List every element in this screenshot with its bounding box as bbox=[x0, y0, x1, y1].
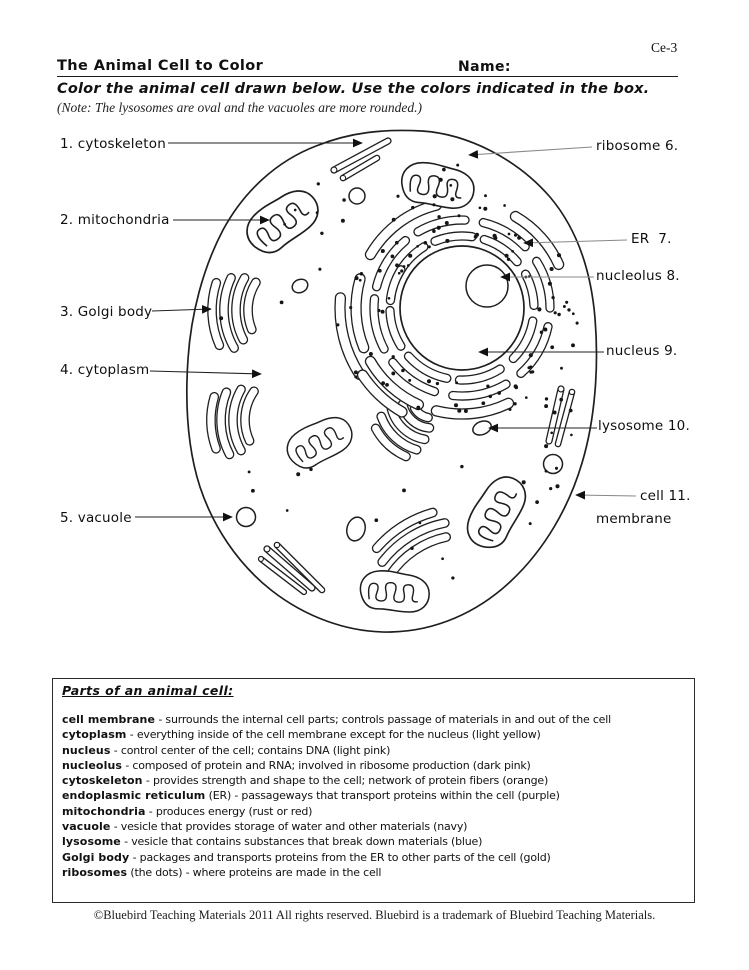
nucleolus-outline bbox=[465, 264, 509, 308]
part-definition: - composed of protein and RNA; involved … bbox=[122, 758, 531, 772]
instruction-text: Color the animal cell drawn below. Use t… bbox=[57, 81, 650, 97]
part-definition: - everything inside of the cell membrane… bbox=[126, 728, 541, 742]
golgi-body bbox=[207, 273, 261, 353]
mitochondrion bbox=[246, 190, 319, 254]
part-row: vacuole - vesicle that provides storage … bbox=[62, 819, 687, 834]
part-row: cytoskeleton - provides strength and sha… bbox=[62, 773, 687, 788]
cytoskeleton-fiber bbox=[273, 541, 326, 594]
part-row: nucleus - control center of the cell; co… bbox=[62, 743, 687, 758]
cytoskeleton-fiber bbox=[257, 555, 308, 596]
part-suffix: (ER) bbox=[205, 789, 232, 803]
cristae bbox=[477, 491, 518, 542]
diagram-label-ribosome: ribosome 6. bbox=[596, 138, 679, 154]
part-definition: - where proteins are made in the cell bbox=[182, 865, 382, 879]
part-term: nucleus bbox=[62, 743, 111, 757]
part-row: nucleolus - composed of protein and RNA;… bbox=[62, 758, 687, 773]
diagram-label-cell-membrane: cell 11. bbox=[640, 488, 691, 504]
vacuole bbox=[235, 506, 257, 528]
part-definition: - control center of the cell; contains D… bbox=[110, 743, 391, 757]
part-definition: - surrounds the internal cell parts; con… bbox=[155, 713, 611, 726]
part-row: ribosomes (the dots) - where proteins ar… bbox=[62, 865, 687, 880]
parts-list: cell membrane - surrounds the internal c… bbox=[62, 712, 687, 880]
name-blank-line bbox=[57, 76, 678, 77]
nucleus-outline bbox=[399, 245, 525, 371]
part-term: mitochondria bbox=[62, 804, 146, 818]
part-term: Golgi body bbox=[62, 850, 130, 864]
diagram-label-cell-membrane: membrane bbox=[596, 511, 672, 527]
diagram-label-cytoplasm: 4. cytoplasm bbox=[60, 362, 150, 378]
diagram-label-cytoskeleton: 1. cytoskeleton bbox=[60, 136, 166, 152]
diagram-label-nucleus: nucleus 9. bbox=[606, 343, 678, 359]
vesicle bbox=[291, 278, 309, 294]
golgi-body bbox=[371, 507, 451, 580]
part-definition: - produces energy (rust or red) bbox=[145, 804, 313, 818]
vacuole bbox=[348, 187, 366, 205]
note-text: (Note: The lysosomes are oval and the va… bbox=[57, 100, 423, 115]
vesicle bbox=[346, 516, 366, 542]
diagram-label-mitochondria: 2. mitochondria bbox=[60, 212, 170, 228]
cytoskeleton-fiber bbox=[263, 545, 316, 592]
cytoskeleton-fiber bbox=[339, 154, 381, 182]
part-term: nucleolus bbox=[62, 758, 123, 772]
part-term: cytoplasm bbox=[62, 728, 127, 742]
part-row: mitochondria - produces energy (rust or … bbox=[62, 804, 687, 819]
diagram-label-vacuole: 5. vacuole bbox=[60, 510, 132, 526]
cristae bbox=[367, 581, 418, 603]
part-term: cytoskeleton bbox=[62, 774, 143, 788]
parts-definition-box bbox=[52, 678, 695, 903]
part-row: Golgi body - packages and transports pro… bbox=[62, 850, 687, 865]
diagram-label-er: ER 7. bbox=[631, 231, 672, 247]
part-definition: - provides strength and shape to the cel… bbox=[142, 774, 549, 788]
part-row: cell membrane - surrounds the internal c… bbox=[62, 712, 687, 727]
part-row: endoplasmic reticulum (ER) - passageways… bbox=[62, 788, 687, 803]
cristae bbox=[256, 202, 310, 247]
diagram-label-golgi-body: 3. Golgi body bbox=[60, 304, 153, 320]
mitochondrion bbox=[359, 570, 430, 613]
endoplasmic-reticulum bbox=[334, 199, 565, 420]
part-term: vacuole bbox=[62, 820, 111, 834]
part-definition: - packages and transports proteins from … bbox=[129, 850, 551, 864]
part-term: lysosome bbox=[62, 835, 121, 849]
cell-membrane-outline bbox=[185, 129, 598, 633]
parts-box-title: Parts of an animal cell: bbox=[62, 683, 234, 698]
mitochondrion bbox=[401, 161, 475, 209]
cristae bbox=[295, 427, 345, 463]
part-definition: - vesicle that contains substances that … bbox=[120, 835, 483, 849]
part-row: lysosome - vesicle that contains substan… bbox=[62, 834, 687, 849]
part-term: endoplasmic reticulum bbox=[62, 789, 206, 803]
cytoskeleton-fiber bbox=[330, 137, 392, 174]
diagram-label-lysosome: lysosome 10. bbox=[598, 418, 690, 434]
part-term: cell membrane bbox=[62, 713, 156, 726]
part-definition: - passageways that transport proteins wi… bbox=[231, 789, 560, 803]
mitochondrion bbox=[466, 476, 527, 549]
page-title: The Animal Cell to Color bbox=[57, 58, 264, 74]
part-term: ribosomes bbox=[62, 865, 128, 879]
label-arrow bbox=[575, 490, 637, 500]
name-label: Name: bbox=[458, 59, 511, 75]
copyright-footer: ©Bluebird Teaching Materials 2011 All ri… bbox=[93, 908, 656, 922]
label-arrow bbox=[149, 369, 262, 379]
part-suffix: (the dots) bbox=[127, 865, 183, 879]
golgi-body bbox=[206, 384, 259, 460]
label-arrow bbox=[468, 146, 593, 159]
part-row: cytoplasm - everything inside of the cel… bbox=[62, 727, 687, 742]
diagram-label-nucleolus: nucleolus 8. bbox=[596, 268, 680, 284]
cytoskeleton-fiber bbox=[554, 388, 576, 448]
part-definition: - vesicle that provides storage of water… bbox=[110, 820, 468, 834]
ribosome-dots bbox=[219, 163, 579, 580]
label-arrow bbox=[151, 304, 212, 314]
page-code: Ce-3 bbox=[651, 40, 678, 55]
label-arrow bbox=[523, 238, 628, 248]
mitochondrion bbox=[286, 416, 353, 469]
